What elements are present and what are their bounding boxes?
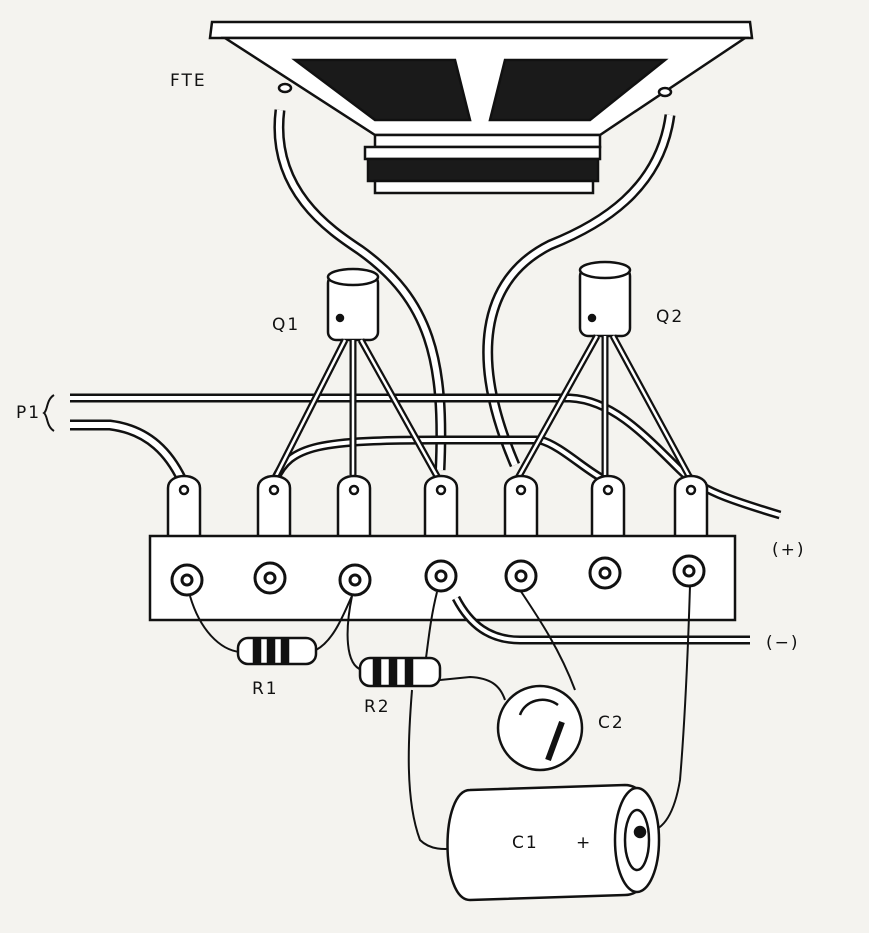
positive-terminal-label: (+) [772, 540, 806, 560]
resistor-r2 [358, 656, 442, 688]
terminal-screws [170, 554, 706, 597]
capacitor-c2 [496, 684, 584, 772]
terminal-strip [148, 474, 737, 622]
capacitor-c1-polarity: + [576, 833, 592, 853]
transistor-q1-label: Q1 [272, 315, 300, 335]
speaker-wires [273, 109, 676, 471]
supply-wires [452, 595, 750, 645]
speaker [208, 20, 754, 195]
negative-terminal-label: (−) [766, 633, 800, 653]
transistor-q2 [514, 260, 694, 480]
capacitor-c1 [446, 783, 661, 902]
input-brace [42, 394, 55, 432]
capacitor-c2-label: C2 [598, 713, 625, 733]
capacitor-c1-label: C1 [512, 833, 539, 853]
resistor-r2-label: R2 [364, 697, 391, 717]
component-leads [189, 585, 691, 850]
input-label: P1 [16, 403, 41, 423]
transistor-q2-label: Q2 [656, 307, 684, 327]
resistor-r1-label: R1 [252, 679, 279, 699]
transistor-q1 [271, 267, 442, 480]
speaker-label: FTE [170, 71, 207, 91]
resistor-r1 [236, 636, 318, 666]
